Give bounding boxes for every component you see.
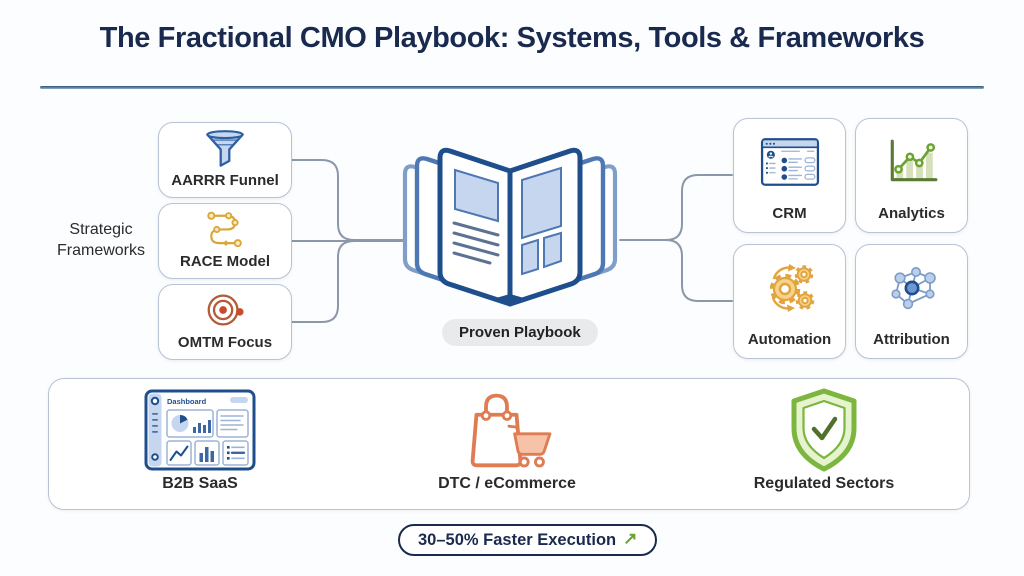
target-icon [202, 285, 248, 334]
sector-regulated: Regulated Sectors [714, 388, 934, 493]
sector-b2b-saas: Dashboard [90, 388, 310, 493]
sector-label: DTC / eCommerce [438, 475, 576, 492]
strategic-frameworks-label: Strategic Frameworks [36, 219, 166, 261]
framework-card-omtm-focus: OMTM Focus [158, 284, 292, 360]
framework-card-race-model: RACE Model [158, 203, 292, 279]
strategic-frameworks-label-line2: Frameworks [56, 242, 145, 259]
framework-card-aarrr-funnel: AARRR Funnel [158, 122, 292, 198]
strategic-frameworks-label-line1: Strategic [69, 221, 133, 238]
sector-label: B2B SaaS [162, 475, 238, 492]
journey-path-icon [203, 204, 247, 253]
sector-dtc-ecommerce: DTC / eCommerce [397, 388, 617, 493]
framework-card-label: OMTM Focus [177, 334, 273, 351]
attribution-network-icon [885, 245, 939, 331]
dashboard-icon-title: Dashboard [167, 397, 207, 406]
funnel-icon [203, 123, 247, 172]
open-book-icon [402, 147, 618, 307]
analytics-chart-icon [885, 119, 939, 205]
tool-card-label: Analytics [878, 205, 945, 222]
execution-badge-text: 30–50% Faster Execution [418, 530, 617, 549]
execution-badge: 30–50% Faster Execution ↗ [398, 524, 658, 556]
automation-gears-icon [763, 245, 817, 331]
proven-playbook-caption: Proven Playbook [442, 319, 598, 346]
title-divider [40, 86, 984, 89]
page-title: The Fractional CMO Playbook: Systems, To… [99, 22, 925, 54]
tool-card-attribution: Attribution [855, 244, 968, 359]
tool-card-crm: CRM [733, 118, 846, 233]
sector-label: Regulated Sectors [753, 475, 895, 492]
tool-card-label: CRM [772, 205, 807, 222]
dashboard-icon: Dashboard [144, 388, 256, 472]
tool-card-label: Attribution [873, 331, 950, 348]
crm-window-icon [760, 119, 820, 205]
shield-check-icon [788, 388, 860, 472]
shopping-bag-cart-icon [456, 388, 558, 472]
arrow-up-right-icon: ↗ [623, 529, 638, 548]
tool-card-label: Automation [747, 331, 832, 348]
tool-card-automation: Automation [733, 244, 846, 359]
tool-card-analytics: Analytics [855, 118, 968, 233]
framework-card-label: RACE Model [180, 253, 270, 270]
framework-card-label: AARRR Funnel [171, 172, 279, 189]
